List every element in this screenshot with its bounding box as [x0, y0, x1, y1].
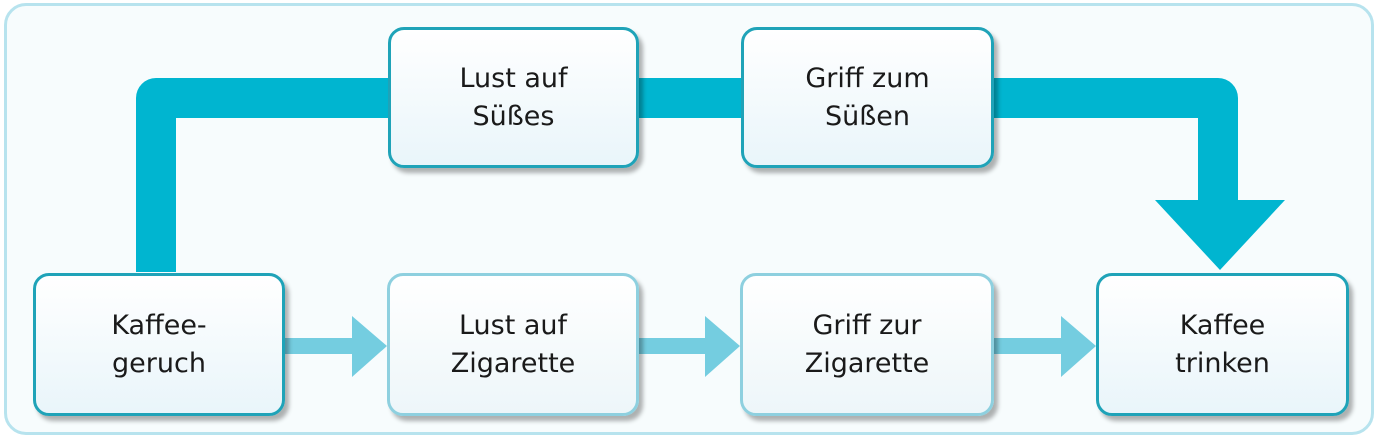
arrow-head-right-icon [705, 316, 740, 377]
arrow-head-down-icon [1155, 200, 1285, 270]
node-label: Kaffee trinken [1175, 309, 1270, 379]
arrow-shaft-2 [637, 338, 709, 354]
node-label: Lust auf Süßes [459, 62, 568, 132]
arrow-shaft-3 [993, 338, 1065, 354]
route-upper-connector [136, 78, 1238, 272]
node-label: Kaffee- geruch [111, 309, 207, 379]
node-label: Griff zur Zigarette [804, 309, 930, 379]
node-lust-auf-suesses: Lust auf Süßes [388, 27, 639, 168]
node-griff-zum-suessen: Griff zum Süßen [741, 27, 994, 168]
node-kaffeegeruch: Kaffee- geruch [33, 273, 285, 416]
node-griff-zur-zigarette: Griff zur Zigarette [740, 273, 994, 416]
arrow-head-right-icon [352, 316, 387, 377]
node-kaffee-trinken: Kaffee trinken [1096, 273, 1349, 416]
node-lust-auf-zigarette: Lust auf Zigarette [387, 273, 639, 416]
arrow-head-right-icon [1061, 316, 1096, 377]
node-label: Lust auf Zigarette [450, 309, 576, 379]
arrow-shaft-1 [284, 338, 356, 354]
node-label: Griff zum Süßen [805, 62, 930, 132]
